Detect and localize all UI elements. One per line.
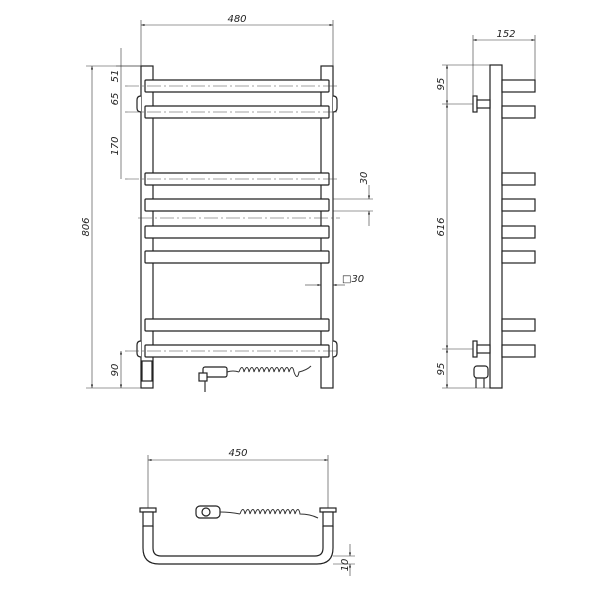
wall-flange xyxy=(472,340,478,358)
heating-element-cable xyxy=(198,365,312,392)
dim-mount-width: 450 xyxy=(228,448,247,459)
dim-bar-height: 30 xyxy=(359,172,370,185)
plug-side xyxy=(473,365,489,379)
top-view: 450 10 xyxy=(139,448,355,576)
dim-depth: 152 xyxy=(496,29,515,40)
bracket xyxy=(332,340,338,358)
side-bars xyxy=(501,79,536,358)
bar xyxy=(144,318,330,332)
wall-flange xyxy=(472,95,478,113)
dim-bottom-offset: 90 xyxy=(110,364,121,377)
bracket xyxy=(136,95,142,113)
dim-mount-spacing: 616 xyxy=(436,217,447,236)
heating-element-cable-top xyxy=(195,505,319,519)
wall-flange xyxy=(319,507,337,513)
dim-bar-pitch: 65 xyxy=(110,93,121,106)
bracket xyxy=(332,95,338,113)
dim-gap: 170 xyxy=(110,136,121,155)
plug-body xyxy=(198,372,208,382)
dim-wall-gap: 10 xyxy=(340,559,351,572)
dim-bottom-mount: 95 xyxy=(436,363,447,376)
rail-u-inner xyxy=(152,526,324,557)
dim-top-offset: 51 xyxy=(110,70,121,83)
dim-profile: □30 xyxy=(342,274,364,285)
bar xyxy=(144,198,330,212)
front-view: 480 806 51 65 170 30 □30 90 xyxy=(81,14,373,392)
dim-top-mount: 95 xyxy=(436,78,447,91)
bar xyxy=(144,250,330,264)
dim-height: 806 xyxy=(81,217,92,236)
side-view: 152 95 616 95 xyxy=(436,29,536,389)
heater-cap xyxy=(141,360,153,382)
dim-width: 480 xyxy=(227,14,246,25)
towel-bars xyxy=(144,79,330,358)
rail-u-outer xyxy=(142,526,334,565)
wall-flange xyxy=(139,507,157,513)
rail-side xyxy=(489,64,503,389)
bracket xyxy=(136,340,142,358)
bar xyxy=(144,225,330,239)
